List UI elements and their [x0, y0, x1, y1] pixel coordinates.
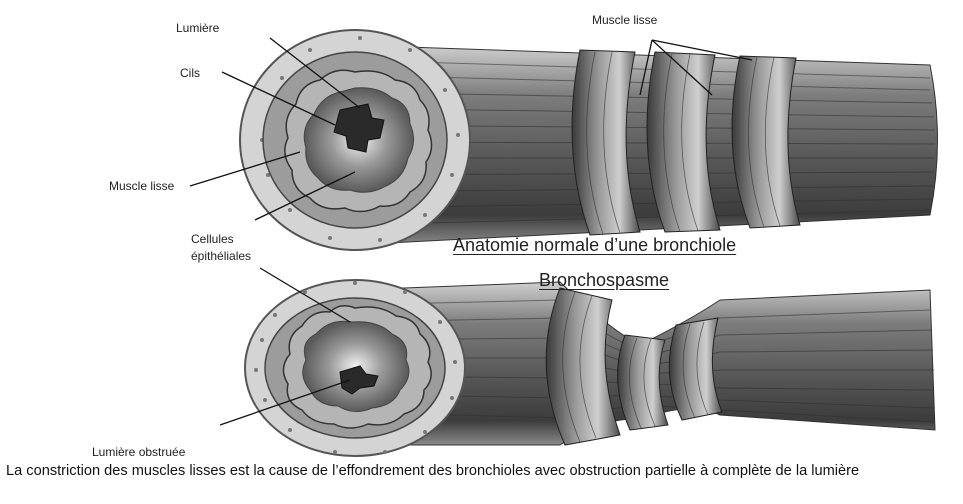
label-cils: Cils: [180, 66, 200, 80]
heading-normal-anatomy: Anatomie normale d’une bronchiole: [453, 235, 736, 256]
label-lumiere: Lumière: [176, 21, 219, 35]
label-muscle-lisse-top: Muscle lisse: [592, 13, 657, 27]
smooth-muscle-bands-spasm: [546, 288, 722, 445]
figure-caption: La constriction des muscles lisses est l…: [6, 462, 961, 481]
heading-bronchospasm: Bronchospasme: [539, 270, 669, 291]
label-cellules-line2: épithéliales: [191, 249, 251, 263]
spasm-bronchiole: [245, 280, 935, 456]
normal-bronchiole: [240, 30, 938, 250]
label-cellules-line1: Cellules: [191, 232, 234, 246]
label-lumiere-obstruee: Lumière obstruée: [92, 445, 185, 459]
smooth-muscle-bands-normal: [572, 50, 800, 235]
label-muscle-lisse-left: Muscle lisse: [109, 179, 174, 193]
